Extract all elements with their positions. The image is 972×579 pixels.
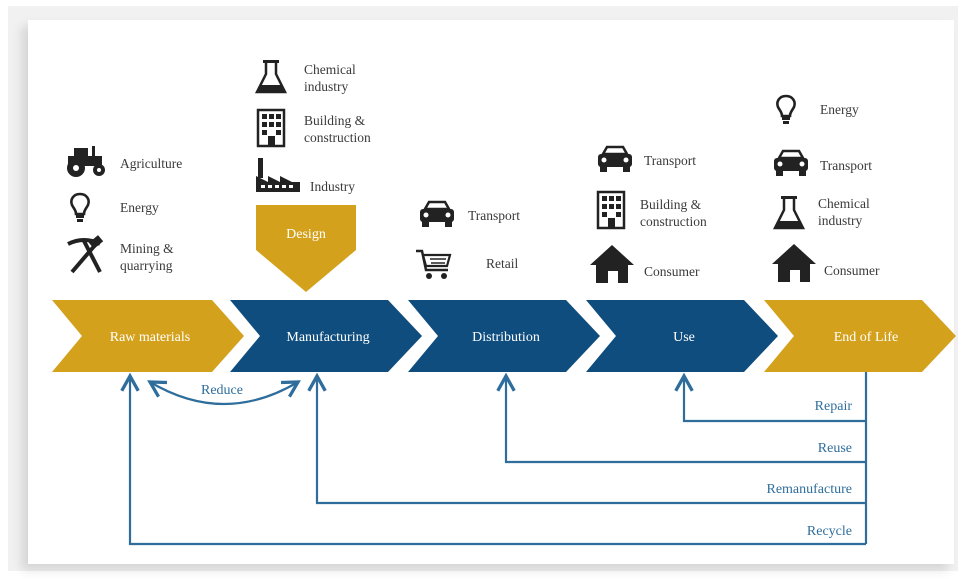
design-label: Design — [286, 227, 326, 242]
label-chemical-industry-line2: industry — [818, 213, 863, 228]
stage-label: Use — [673, 330, 695, 345]
lightbulb-icon — [70, 192, 90, 222]
label-consumer: Consumer — [644, 264, 700, 279]
label-transport: Transport — [820, 158, 872, 173]
diagram-card — [28, 20, 954, 564]
tractor-icon — [67, 146, 105, 177]
label-mining-line2: quarrying — [120, 258, 173, 273]
house-icon — [772, 244, 816, 282]
label-transport: Transport — [468, 208, 520, 223]
repair-loop: Repair — [684, 376, 866, 423]
stage-use: Use — [586, 300, 778, 372]
house-icon — [590, 245, 634, 283]
building-icon — [596, 190, 626, 230]
remanufacture-loop: Remanufacture — [317, 376, 866, 505]
stage-end-of-life: End of Life — [764, 300, 956, 372]
recycle-loop: Recycle — [130, 376, 866, 546]
label-retail: Retail — [486, 256, 518, 271]
stage-manufacturing: Manufacturing — [230, 300, 422, 372]
recycle-label: Recycle — [807, 524, 852, 539]
repair-label: Repair — [815, 399, 853, 414]
label-building-line2: construction — [304, 130, 371, 145]
stage-label: End of Life — [834, 330, 899, 345]
flask-icon — [254, 60, 288, 94]
label-industry: Industry — [310, 179, 355, 194]
stage-label: Raw materials — [110, 330, 190, 345]
label-chemical-industry-line2: industry — [304, 79, 349, 94]
stage-label: Manufacturing — [286, 330, 369, 345]
design-arrow: Design — [256, 205, 356, 292]
label-building-line2: construction — [640, 214, 707, 229]
stage-label: Distribution — [472, 330, 540, 345]
stage-distribution: Distribution — [408, 300, 600, 372]
label-energy: Energy — [120, 200, 159, 215]
factory-icon — [256, 158, 300, 192]
label-building-line1: Building & — [640, 197, 702, 212]
label-mining-line1: Mining & — [120, 241, 174, 256]
label-consumer: Consumer — [824, 263, 880, 278]
car-icon — [598, 145, 632, 172]
car-icon — [774, 149, 808, 176]
label-agriculture: Agriculture — [120, 156, 182, 171]
flask-icon — [772, 196, 806, 230]
lightbulb-icon — [776, 94, 796, 124]
pickaxe-hammer-icon — [67, 235, 104, 274]
remanufacture-label: Remanufacture — [766, 482, 852, 497]
label-building-line1: Building & — [304, 113, 366, 128]
shopping-cart-icon — [416, 249, 452, 279]
label-energy: Energy — [820, 102, 859, 117]
building-icon — [256, 108, 286, 148]
stage-raw-materials: Raw materials — [52, 300, 244, 372]
reuse-label: Reuse — [818, 441, 852, 456]
reduce-loop: Reduce — [150, 382, 298, 405]
reduce-label: Reduce — [201, 383, 243, 398]
car-icon — [420, 200, 454, 227]
label-transport: Transport — [644, 153, 696, 168]
label-chemical-industry-line1: Chemical — [304, 62, 356, 77]
label-chemical-industry-line1: Chemical — [818, 196, 870, 211]
reuse-loop: Reuse — [506, 376, 866, 464]
